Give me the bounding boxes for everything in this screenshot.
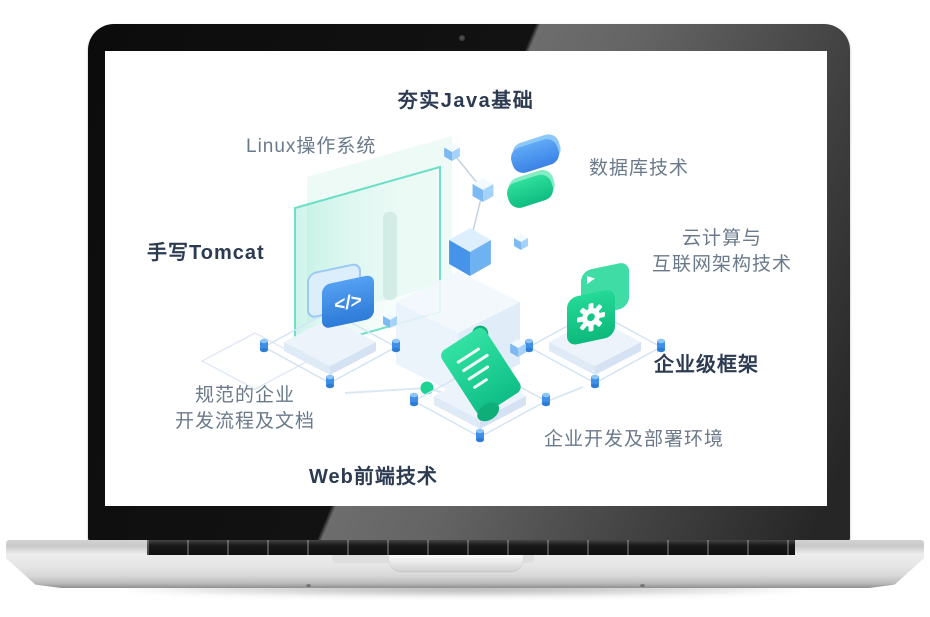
lid-open-notch xyxy=(389,555,523,571)
curriculum-diagram-illustration: </> xyxy=(200,134,827,506)
cube-network-icon xyxy=(444,143,528,276)
rubber-foot xyxy=(640,584,645,587)
label-process-line2: 开发流程及文档 xyxy=(174,411,315,432)
label-linux: Linux操作系统 xyxy=(246,136,377,157)
label-enterprise-framework: 企业级框架 xyxy=(654,354,759,376)
label-cloud-line2: 互联网架构技术 xyxy=(651,254,792,275)
rubber-foot xyxy=(306,584,311,587)
label-dev-process: 规范的企业 开发流程及文档 xyxy=(105,383,385,435)
label-deploy-env: 企业开发及部署环境 xyxy=(544,429,725,450)
laptop-base xyxy=(6,540,924,588)
label-process-line1: 规范的企业 xyxy=(194,385,295,406)
keyboard xyxy=(147,540,795,555)
webcam-dot xyxy=(459,35,465,41)
label-database: 数据库技术 xyxy=(589,158,690,179)
label-web-frontend: Web前端技术 xyxy=(309,466,438,488)
label-tomcat: 手写Tomcat xyxy=(147,242,265,264)
laptop-screen: </> xyxy=(105,51,827,506)
gear-icon xyxy=(577,303,605,332)
code-icon: </> xyxy=(307,263,374,328)
label-cloud-architecture: 云计算与 互联网架构技术 xyxy=(567,226,877,278)
scroll-icon xyxy=(441,325,521,422)
label-java-foundation: 夯实Java基础 xyxy=(397,90,535,112)
connector-lines xyxy=(344,381,584,404)
green-dot xyxy=(420,381,434,395)
database-bars-icon xyxy=(507,134,561,208)
gear-folder-icon xyxy=(567,263,629,345)
label-cloud-line1: 云计算与 xyxy=(681,228,762,249)
laptop-lid: </> xyxy=(88,24,850,542)
